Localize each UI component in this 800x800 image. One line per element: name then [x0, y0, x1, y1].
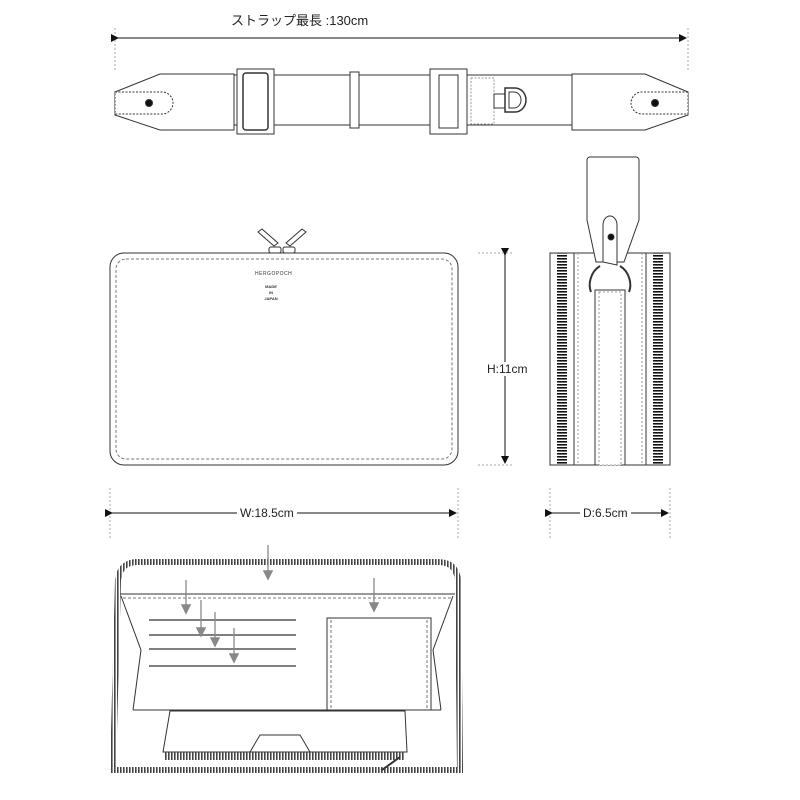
- brand-label: HERGOPOCH: [255, 271, 293, 277]
- open-pocket: [326, 617, 432, 711]
- zipper-outline: [109, 559, 464, 773]
- rivet-icon: [651, 99, 659, 107]
- zipper-pull-icon: [257, 228, 307, 254]
- interior-view: [109, 545, 464, 773]
- strap-loop: [349, 71, 360, 129]
- made-line: MADE: [265, 284, 277, 289]
- card-slots: [149, 619, 296, 667]
- zipper-teeth: [653, 253, 663, 465]
- d-ring-icon: [588, 265, 632, 293]
- width-label: W:18.5cm: [237, 506, 297, 520]
- side-view: [545, 156, 671, 540]
- made-line: JAPAN: [264, 296, 278, 301]
- made-in-label: MADE IN JAPAN: [262, 284, 280, 302]
- zipper-teeth: [557, 253, 567, 465]
- strap-drawing: [111, 28, 689, 135]
- rivet-icon: [145, 99, 153, 107]
- depth-label: D:6.5cm: [580, 506, 631, 520]
- pocket-arrows: [180, 545, 380, 664]
- strap-length-label: ストラップ最長 :130cm: [228, 10, 372, 29]
- height-label: H:11cm: [484, 362, 531, 376]
- made-line: IN: [269, 290, 273, 295]
- zipper-pull-icon: [381, 756, 401, 771]
- rivet-icon: [607, 233, 615, 241]
- zip-pocket: [162, 710, 408, 753]
- front-view: [105, 228, 512, 540]
